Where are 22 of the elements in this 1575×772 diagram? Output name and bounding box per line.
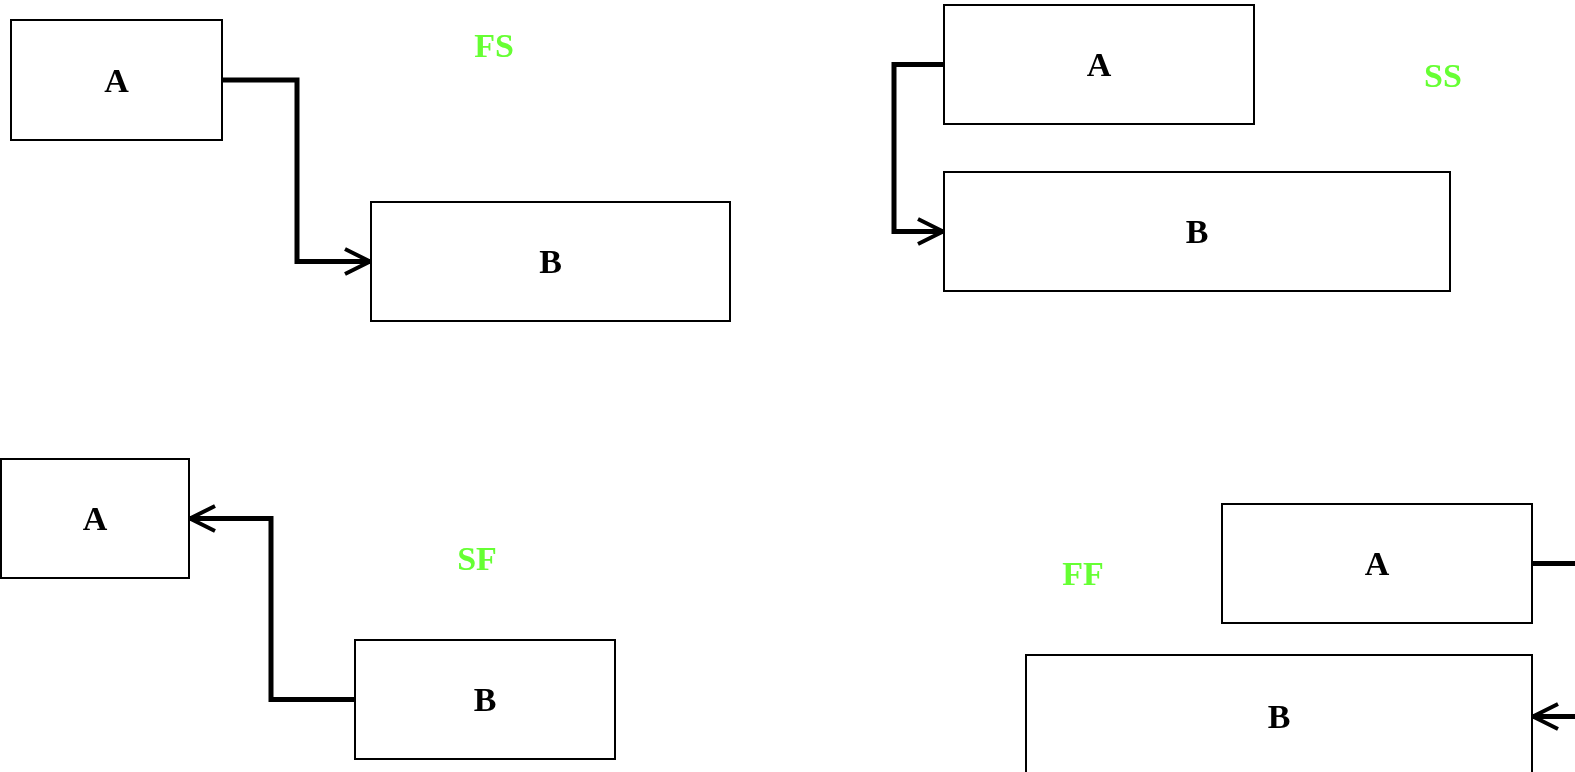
arrow <box>223 77 372 276</box>
activity-box <box>370 201 731 322</box>
activity-box <box>354 639 616 760</box>
activity-box <box>943 171 1451 292</box>
dependency-type-label: SS <box>1424 55 1462 96</box>
dependency-type-label: SF <box>457 538 497 579</box>
dependency-type-label: FF <box>1062 553 1104 594</box>
arrow <box>891 62 945 246</box>
box-label: B <box>1267 697 1291 737</box>
box-label: A <box>1364 544 1390 584</box>
box-label: A <box>104 60 129 101</box>
activity-box <box>943 4 1255 125</box>
activity-box <box>1221 503 1533 624</box>
box-label: B <box>473 680 497 720</box>
dependency-type-label: FS <box>474 25 514 66</box>
box-label: A <box>1086 45 1112 85</box>
activity-box <box>1025 654 1533 772</box>
box-label: B <box>539 242 562 282</box>
activity-box <box>10 19 223 141</box>
box-label: A <box>82 499 108 539</box>
box-label: B <box>1185 212 1209 252</box>
activity-box <box>0 458 190 579</box>
